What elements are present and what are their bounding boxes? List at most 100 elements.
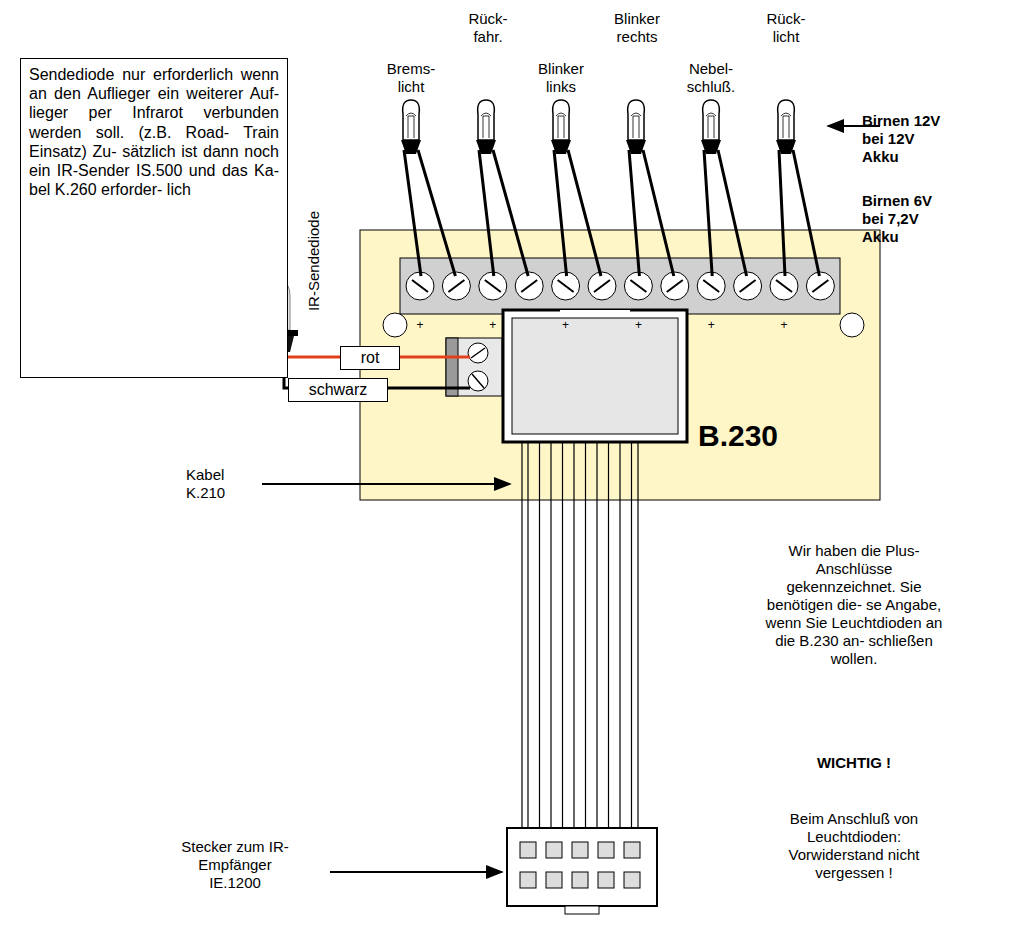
screw — [806, 272, 834, 300]
lamp-label: Rück- fahr. — [456, 10, 520, 46]
bulb-filament — [631, 113, 641, 138]
ribbon-wire — [562, 440, 563, 830]
ribbon-wire — [527, 440, 528, 830]
warning-heading: WICHTIG ! — [762, 754, 946, 772]
bulb-base — [401, 140, 421, 154]
board-name: B.230 — [698, 418, 778, 454]
bulb-glass — [553, 100, 570, 140]
plug-pin — [546, 872, 562, 888]
plug-pin — [546, 842, 562, 858]
connector-notch — [560, 310, 630, 316]
ribbon-wire — [539, 440, 540, 830]
ribbon-wire — [596, 440, 597, 830]
lamp-label: Nebel- schluß. — [677, 60, 745, 96]
ribbon-wire — [608, 440, 609, 830]
mounting-hole — [840, 313, 864, 337]
bulb-base — [476, 140, 496, 154]
bulb-filament — [481, 113, 491, 138]
plus-mark: + — [705, 318, 717, 332]
bulb-base — [551, 140, 571, 154]
bulb-wire — [479, 150, 528, 276]
ribbon-wire — [550, 440, 551, 830]
plug-pin — [520, 872, 536, 888]
mounting-hole — [383, 313, 407, 337]
screw — [624, 272, 652, 300]
pointer-arrow — [330, 871, 502, 873]
plus-mark: + — [778, 318, 790, 332]
lamp-label: Blinker links — [528, 60, 594, 96]
screw-slot — [667, 280, 683, 292]
screw — [588, 272, 616, 300]
node-text: schwarz — [293, 380, 383, 399]
screw — [479, 272, 507, 300]
bulb-note: Birnen 6V bei 7,2V Akku — [862, 192, 954, 246]
lamp-label: Brems- licht — [379, 60, 443, 96]
lamp-label: Rück- licht — [754, 10, 818, 46]
bulb-glass — [628, 100, 645, 140]
bulb-base — [701, 140, 721, 154]
ribbon-wire — [631, 440, 632, 830]
ribbon-wire — [619, 440, 620, 830]
bulb-wire — [779, 150, 819, 276]
screw — [734, 272, 762, 300]
ribbon-wire — [585, 440, 586, 830]
plus-mark: + — [487, 318, 499, 332]
screw — [552, 272, 580, 300]
bulb-filament — [781, 113, 791, 138]
screw — [515, 272, 543, 300]
bulb-note: Birnen 12V bei 12V Akku — [862, 112, 954, 166]
board-label-area: B.230 — [360, 230, 880, 500]
bulb-base — [776, 140, 796, 154]
bulb-wire — [404, 150, 455, 276]
plug-pin — [624, 872, 640, 888]
terminal-strip — [400, 258, 840, 314]
bulb-base — [626, 140, 646, 154]
bulb-wire — [629, 150, 674, 276]
ribbon-cable — [522, 440, 638, 830]
screw-slot — [776, 280, 792, 292]
ribbon-wire — [573, 440, 574, 830]
screw-slot — [703, 280, 719, 292]
bulb-glass — [478, 100, 495, 140]
note-box: Sendediode nur erforderlich wenn an den … — [20, 58, 288, 378]
plug-tab — [565, 906, 599, 914]
screw — [406, 272, 434, 300]
bulb-glass — [403, 100, 420, 140]
plug-pin — [624, 842, 640, 858]
lamp-label: Blinker rechts — [604, 10, 670, 46]
diode-label: IR-Sendediode — [305, 203, 323, 319]
board-connector-inner — [512, 318, 678, 434]
screw-slot — [630, 280, 646, 292]
bulb-wire — [704, 150, 747, 276]
wire-color-box: rot — [340, 346, 400, 370]
plug-pin — [520, 842, 536, 858]
bulb-wire — [554, 150, 601, 276]
bulb-glass — [703, 100, 720, 140]
screw-slot — [471, 348, 485, 358]
led-note: Wir haben die Plus-Anschlüsse gekennzeic… — [762, 542, 946, 668]
plus-mark: + — [632, 318, 644, 332]
terminal-screws — [406, 272, 834, 300]
bulb-filament — [556, 113, 566, 138]
cable-label: Kabel K.210 — [186, 466, 256, 502]
screw-slot — [740, 280, 756, 292]
screw — [442, 272, 470, 300]
node-text: rot — [345, 348, 395, 367]
bulb-filament — [406, 113, 416, 138]
wire-color-box: schwarz — [288, 378, 388, 402]
pointer-arrow — [262, 483, 510, 485]
plug-pin — [572, 872, 588, 888]
plug-housing — [507, 828, 657, 906]
screw — [697, 272, 725, 300]
node-text: Sendediode nur erforderlich wenn an den … — [29, 65, 279, 199]
plus-mark: + — [560, 318, 572, 332]
plug-pins — [520, 842, 640, 888]
screw-slot — [594, 280, 610, 292]
board-connector — [503, 310, 687, 442]
screw — [661, 272, 689, 300]
screw-slot — [412, 280, 428, 292]
screw-slot — [472, 374, 484, 388]
bulb-glass — [778, 100, 795, 140]
screw-slot — [558, 280, 574, 292]
